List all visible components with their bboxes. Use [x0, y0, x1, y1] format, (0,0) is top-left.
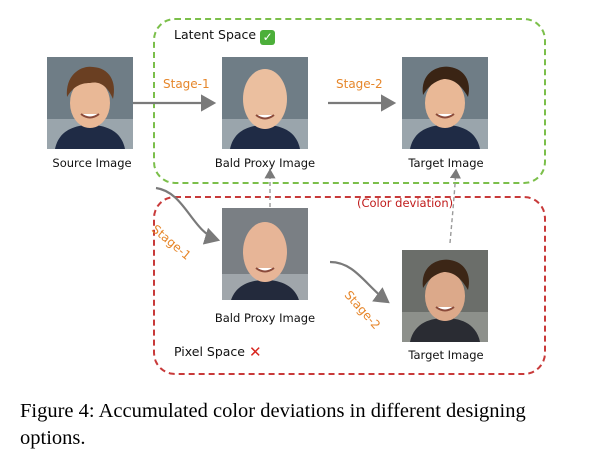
arrow-source-to-pixel-bald: [155, 186, 221, 245]
pixel-space-region: [153, 196, 546, 375]
latent-bald-proxy-caption: Bald Proxy Image: [214, 156, 316, 170]
latent-target-image: [402, 57, 488, 149]
latent-target-caption: Target Image: [408, 156, 484, 170]
source-image: [47, 57, 133, 149]
pixel-bald-proxy-image: [222, 208, 308, 300]
latent-bald-proxy-image: [222, 57, 308, 149]
pixel-space-label: Pixel Space✕: [174, 343, 262, 361]
check-box-icon: ✓: [260, 30, 276, 45]
stage-1-label-latent: Stage-1: [163, 77, 210, 91]
pixel-bald-proxy-caption: Bald Proxy Image: [214, 311, 316, 325]
latent-space-text: Latent Space: [174, 27, 257, 42]
arrow-pixel-bald-to-target: [329, 260, 390, 304]
color-deviation-note: (Color deviation): [357, 196, 454, 210]
pixel-target-image: [402, 250, 488, 342]
latent-space-region: [153, 18, 546, 184]
cross-icon: ✕: [248, 343, 262, 361]
latent-space-label: Latent Space✓: [174, 27, 276, 45]
source-image-caption: Source Image: [52, 156, 132, 170]
stage-2-label-latent: Stage-2: [336, 77, 383, 91]
pixel-space-text: Pixel Space: [174, 344, 245, 359]
pixel-target-caption: Target Image: [408, 348, 484, 362]
dashed-arrow-pixel-target-up: [449, 168, 462, 244]
figure-caption: Figure 4: Accumulated color deviations i…: [20, 400, 526, 449]
